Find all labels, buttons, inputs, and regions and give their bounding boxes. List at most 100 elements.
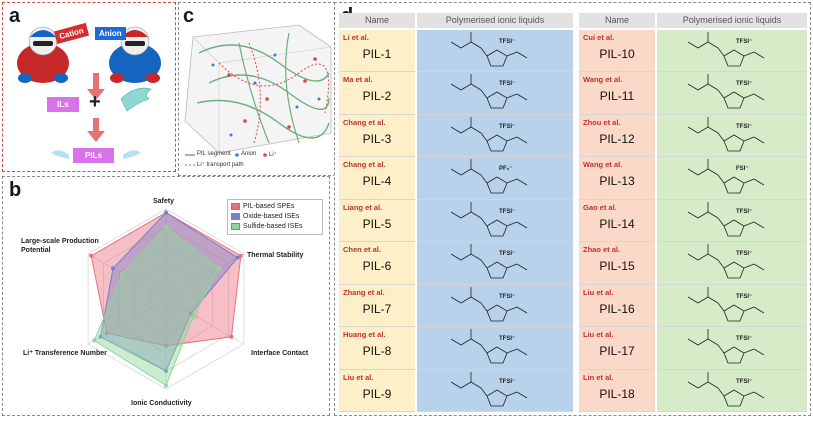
author-label: Cui et al. [583,33,615,42]
cation-character-icon [17,26,69,83]
legend-label: Sulfide-based ISEs [243,223,303,230]
anion-label: TFSI⁻ [736,123,753,130]
radar-point [89,253,94,258]
structure-cell: TFSI⁻ [657,200,807,243]
left-wing-icon [51,150,69,159]
legend-label: PIL-based SPEs [243,203,295,210]
table-row: Ma et al.PIL-2 [339,72,415,115]
anion-label: TFSI⁻ [736,251,753,258]
pil-name: PIL-8 [362,344,392,359]
table-row: Li et al.PIL-1 [339,30,415,73]
legend-anion: Anion [241,151,257,157]
chemical-structure-icon [450,286,528,322]
chemical-structure-icon [450,244,528,279]
anion-label: PF₆⁻ [499,166,513,173]
structure-cell: TFSI⁻ [417,285,573,328]
radar-axis-label: Li⁺ Transference Number [23,350,107,357]
header-name-right: Name [579,13,655,28]
author-label: Chen et al. [343,245,381,255]
author-label: Lin et al. [583,372,614,382]
pils-box: PILs [73,148,114,163]
table-row: Wang et al.PIL-11 [579,72,655,115]
radar-chart [87,208,245,390]
radar-point [164,225,168,229]
structure-cell: TFSI⁻ [417,370,573,412]
table-row: Huang et al. PIL-8 [339,327,415,370]
legend-li: Li⁺ [269,152,277,158]
table-row: Chang et al.PIL-3 [339,115,415,158]
author-label: Huang et al. [343,330,386,340]
pil-network-illustration [184,24,332,166]
anion-label: FSI⁻ [736,166,749,173]
structure-cell: TFSI⁻ [417,72,573,115]
panel-a-label: a [9,5,21,27]
legend-label: Oxide-based ISEs [243,213,300,220]
chemical-structure-icon [687,32,765,67]
radar-axis-label: Thermal Stability [247,252,304,259]
table-row: Zhou et al.PIL-12 [579,115,655,158]
radar-axis-line [165,253,245,300]
radar-point [229,334,234,339]
author-label: Wang et al. [583,160,623,170]
radar-point [164,343,168,348]
radar-axis-label: Safety [153,198,175,205]
chemical-structure-icon [450,116,528,152]
pil-name: PIL-15 [599,259,635,274]
author-label: Chang et al. [343,117,386,127]
table-row: Wang et al.PIL-13 [579,157,655,200]
table-row: Chen et al.PIL-6 [339,242,415,285]
chemical-structure-icon [687,286,765,322]
radar-point [164,383,168,388]
wing-icon [120,87,152,112]
structure-cell: TFSI⁻ [657,30,807,73]
anion-label: TFSI⁻ [499,123,516,130]
author-label: Zhang et al. [343,287,385,297]
pil-name: PIL-10 [599,47,635,61]
structure-cell: TFSI⁻ [417,200,573,243]
table-row: Liu et al.PIL-17 [579,327,655,370]
anion-label: TFSI⁻ [736,378,753,385]
author-label: Zhou et al. [583,117,621,127]
pil-name: PIL-16 [599,301,635,316]
radar-point [192,313,197,318]
author-label: Liu et al. [583,287,614,297]
left-polymer-column: TFSI⁻TFSI⁻TFSI⁻PF₆⁻TFSI⁻TFSI⁻TFSI⁻TFSI⁻T… [417,30,573,412]
structure-cell: TFSI⁻ [657,327,807,370]
radar-point [164,210,168,215]
panel-d: d Name Polymerised ionic liquids Name Po… [334,2,811,416]
panel-a-illustration [17,26,161,159]
anion-label: TFSI⁻ [736,336,753,343]
ils-box: ILs [47,97,79,112]
anion-label: TFSI⁻ [736,39,753,45]
chemical-structure-icon [450,74,528,109]
panel-c: c PIL segment Anion Li⁺ Li⁺ transport pa… [178,2,336,176]
radar-legend-item: Oxide-based ISEs [231,212,319,222]
radar-legend-item: Sulfide-based ISEs [231,222,319,232]
table-row: Chang et al.PIL-4 [339,157,415,200]
chemical-structure-icon [687,371,765,406]
author-label: Gao et al. [583,202,617,212]
header-polymer-right: Polymerised ionic liquids [657,13,807,28]
chemical-structure-icon [687,244,765,279]
anion-label: TFSI⁻ [499,336,516,343]
structure-cell: TFSI⁻ [417,30,573,73]
table-row: Lin et al.PIL-18 [579,370,655,412]
structure-cell: TFSI⁻ [657,115,807,158]
pil-name: PIL-11 [599,89,635,104]
table-row: Liu et al.PIL-9 [339,370,415,412]
structure-cell: PF₆⁻ [417,157,573,200]
radar-point [235,255,240,260]
radar-point [92,338,97,343]
anion-label: TFSI⁻ [499,251,516,258]
arrow-down-icon [87,73,105,100]
plus-sign: + [89,91,101,113]
structure-cell: TFSI⁻ [417,115,573,158]
radar-axis-label: Interface Contact [251,350,309,357]
header-polymer-left: Polymerised ionic liquids [417,13,573,28]
radar-legend-item: PIL-based SPEs [231,202,319,212]
author-label: Chang et al. [343,160,386,170]
